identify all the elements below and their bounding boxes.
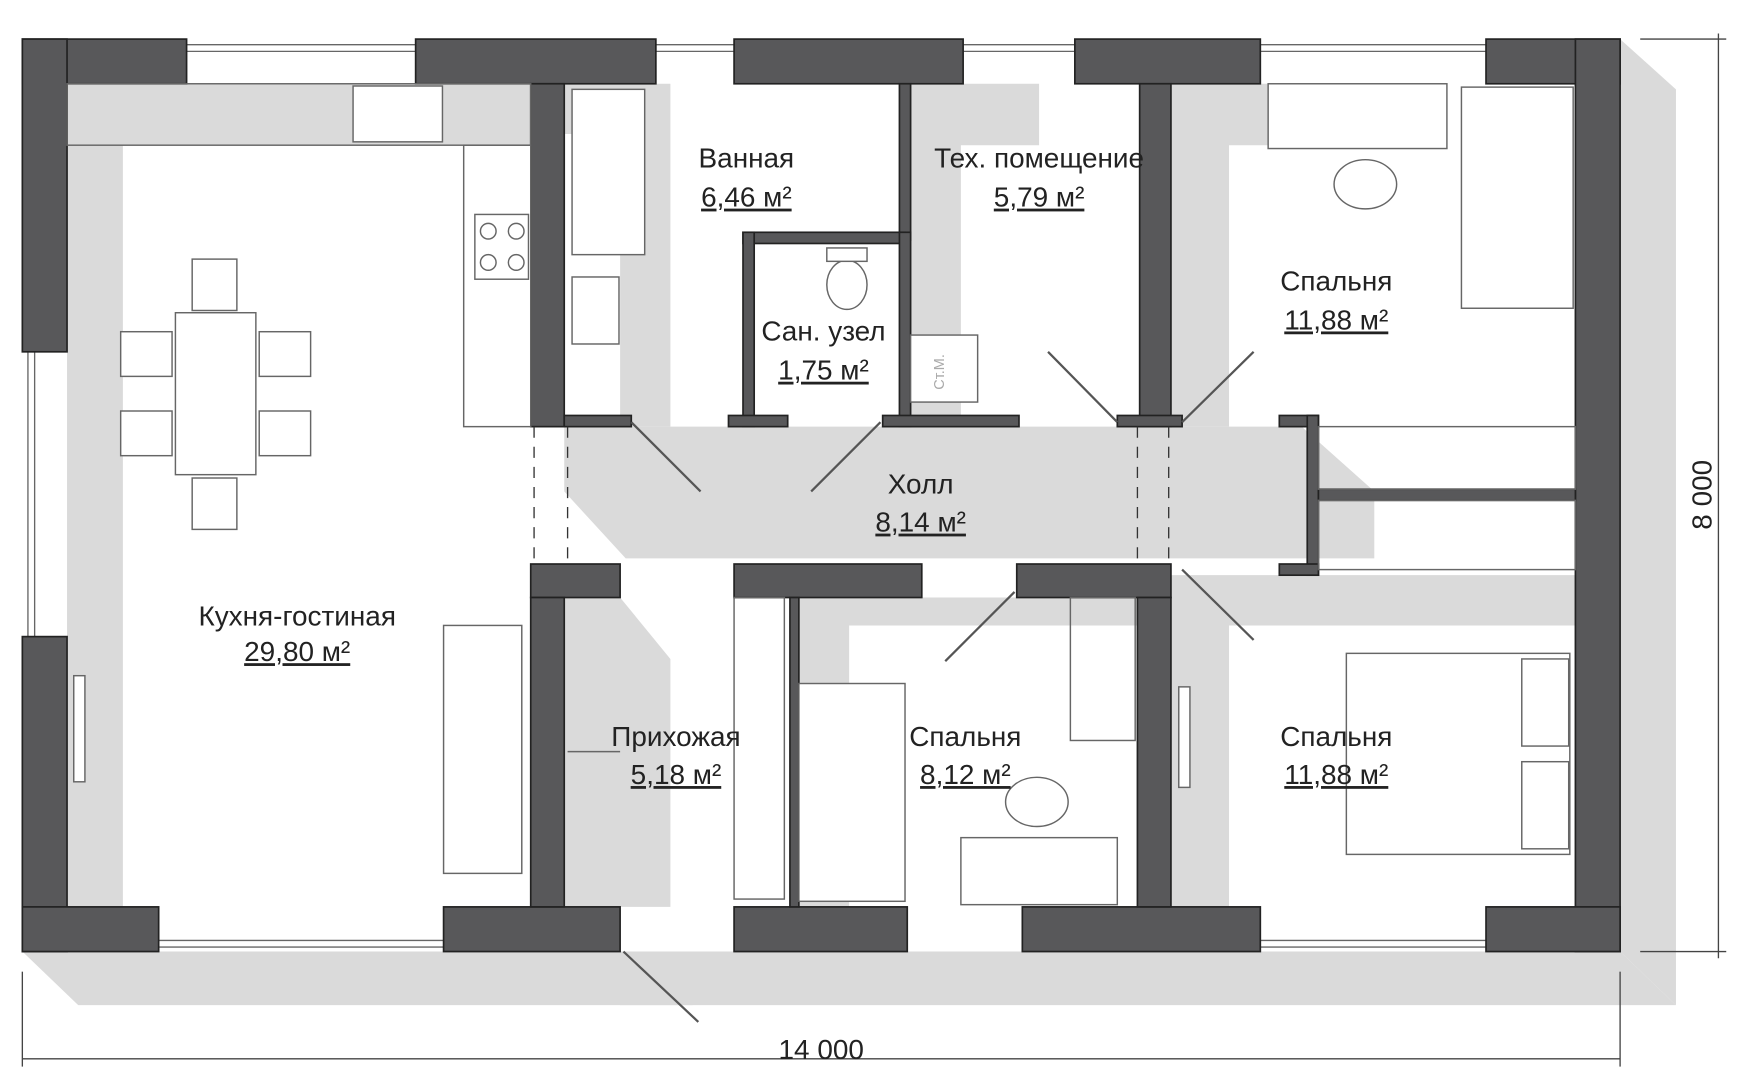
room-name: Спальня xyxy=(1280,721,1392,752)
room-labels: Кухня-гостиная 29,80 м² Ванная 6,46 м² Т… xyxy=(198,143,1392,790)
furniture: Ст.М. xyxy=(66,83,1577,906)
room-name: Холл xyxy=(888,469,954,500)
desk-icon-small xyxy=(960,836,1119,906)
room-name: Тех. помещение xyxy=(934,143,1144,174)
width-dimension: 14 000 xyxy=(779,1034,864,1065)
bathtub-icon xyxy=(571,88,646,256)
room-name: Прихожая xyxy=(611,721,740,752)
doors xyxy=(622,351,1255,1023)
washbasin-icon xyxy=(571,276,620,345)
walls xyxy=(21,38,1621,953)
room-area: 5,79 м² xyxy=(994,182,1085,213)
room-area: 11,88 м² xyxy=(1284,759,1388,790)
room-area: 8,12 м² xyxy=(920,759,1011,790)
sofa-icon xyxy=(442,624,523,875)
room-name: Кухня-гостиная xyxy=(198,600,395,631)
room-area: 5,18 м² xyxy=(631,759,722,790)
room-area: 1,75 м² xyxy=(778,355,869,386)
dimensions: 14 000 8 000 xyxy=(21,33,1727,1067)
room-area: 11,88 м² xyxy=(1284,304,1388,335)
hall-openings xyxy=(533,426,1170,565)
shadows xyxy=(22,39,1676,1006)
washer-label: Ст.М. xyxy=(932,354,948,390)
room-area: 6,46 м² xyxy=(701,182,792,213)
kitchen-counter xyxy=(462,144,532,428)
room-name: Сан. узел xyxy=(761,316,885,347)
dining-table-icon xyxy=(174,311,257,476)
bed-icon xyxy=(1460,86,1574,309)
room-area: 29,80 м² xyxy=(244,636,350,667)
desk-icon xyxy=(1267,83,1448,150)
bed-icon-small xyxy=(798,682,906,903)
toilet-icon xyxy=(826,259,868,311)
room-name: Спальня xyxy=(909,721,1021,752)
sink-icon xyxy=(352,85,444,143)
room-area: 8,14 м² xyxy=(875,507,966,538)
washing-machine-icon xyxy=(909,334,979,403)
windows xyxy=(27,44,1487,948)
height-dimension: 8 000 xyxy=(1687,460,1718,530)
room-name: Ванная xyxy=(699,143,795,174)
room-name: Спальня xyxy=(1280,265,1392,296)
